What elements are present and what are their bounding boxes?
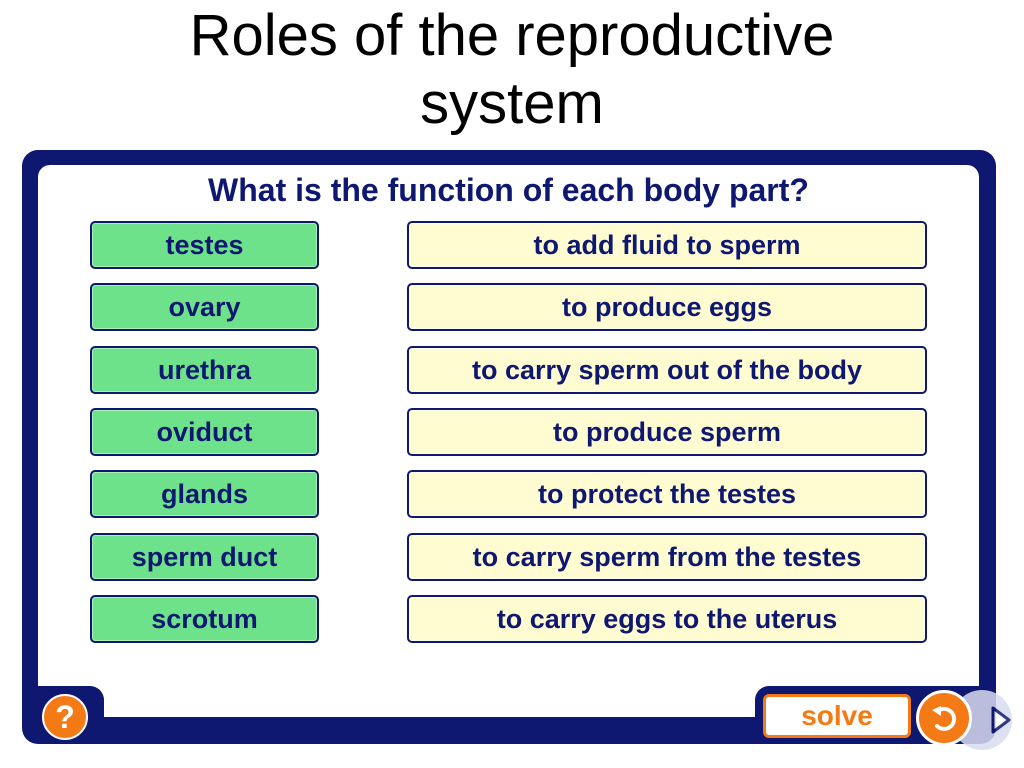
part-button-glands[interactable]: glands <box>90 470 319 518</box>
help-label: ? <box>55 698 75 735</box>
part-button-urethra[interactable]: urethra <box>90 346 319 394</box>
function-button[interactable]: to carry sperm out of the body <box>407 346 927 394</box>
slide-title-line-1: Roles of the reproductive <box>189 3 835 68</box>
reset-button[interactable] <box>916 690 972 746</box>
slide-title-line-2: system <box>420 71 604 136</box>
slide-title: Roles of the reproductive system <box>0 2 1024 138</box>
function-button[interactable]: to carry eggs to the uterus <box>407 595 927 643</box>
function-button[interactable]: to produce eggs <box>407 283 927 331</box>
function-button[interactable]: to produce sperm <box>407 408 927 456</box>
undo-arrow-icon <box>932 706 957 731</box>
question-heading: What is the function of each body part? <box>208 172 809 208</box>
help-button[interactable]: ? <box>42 694 88 740</box>
function-button[interactable]: to protect the testes <box>407 470 927 518</box>
part-button-scrotum[interactable]: scrotum <box>90 595 319 643</box>
function-button[interactable]: to add fluid to sperm <box>407 221 927 269</box>
solve-button[interactable]: solve <box>763 694 911 738</box>
part-button-testes[interactable]: testes <box>90 221 319 269</box>
part-button-oviduct[interactable]: oviduct <box>90 408 319 456</box>
part-button-sperm-duct[interactable]: sperm duct <box>90 533 319 581</box>
part-button-ovary[interactable]: ovary <box>90 283 319 331</box>
function-button[interactable]: to carry sperm from the testes <box>407 533 927 581</box>
next-arrow-icon <box>991 706 1011 734</box>
